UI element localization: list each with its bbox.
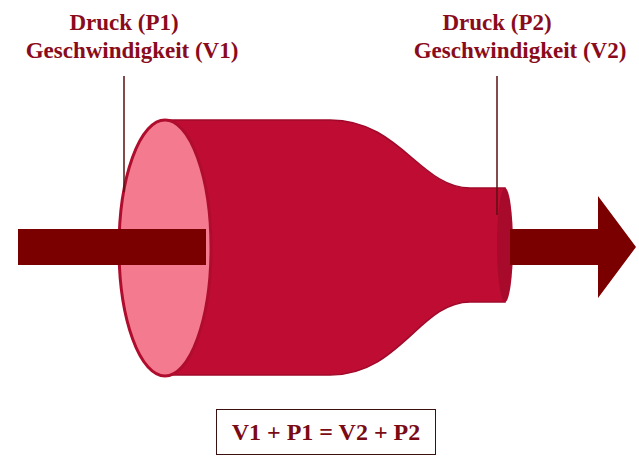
pressure-velocity-label: Druck (P2) — [442, 10, 551, 36]
leader-line — [496, 76, 498, 215]
pressure-velocity-label: Geschwindigkeit (V2) — [414, 38, 627, 64]
inflow-arrow — [18, 229, 206, 265]
leader-line — [123, 76, 125, 192]
outflow-arrow — [510, 196, 636, 298]
equation-text: V1 + P1 = V2 + P2 — [232, 419, 421, 446]
pressure-velocity-label: Geschwindigkeit (V1) — [26, 38, 239, 64]
equation-box: V1 + P1 = V2 + P2 — [216, 409, 436, 455]
pressure-velocity-label: Druck (P1) — [69, 10, 178, 36]
pipe-body — [165, 120, 505, 375]
